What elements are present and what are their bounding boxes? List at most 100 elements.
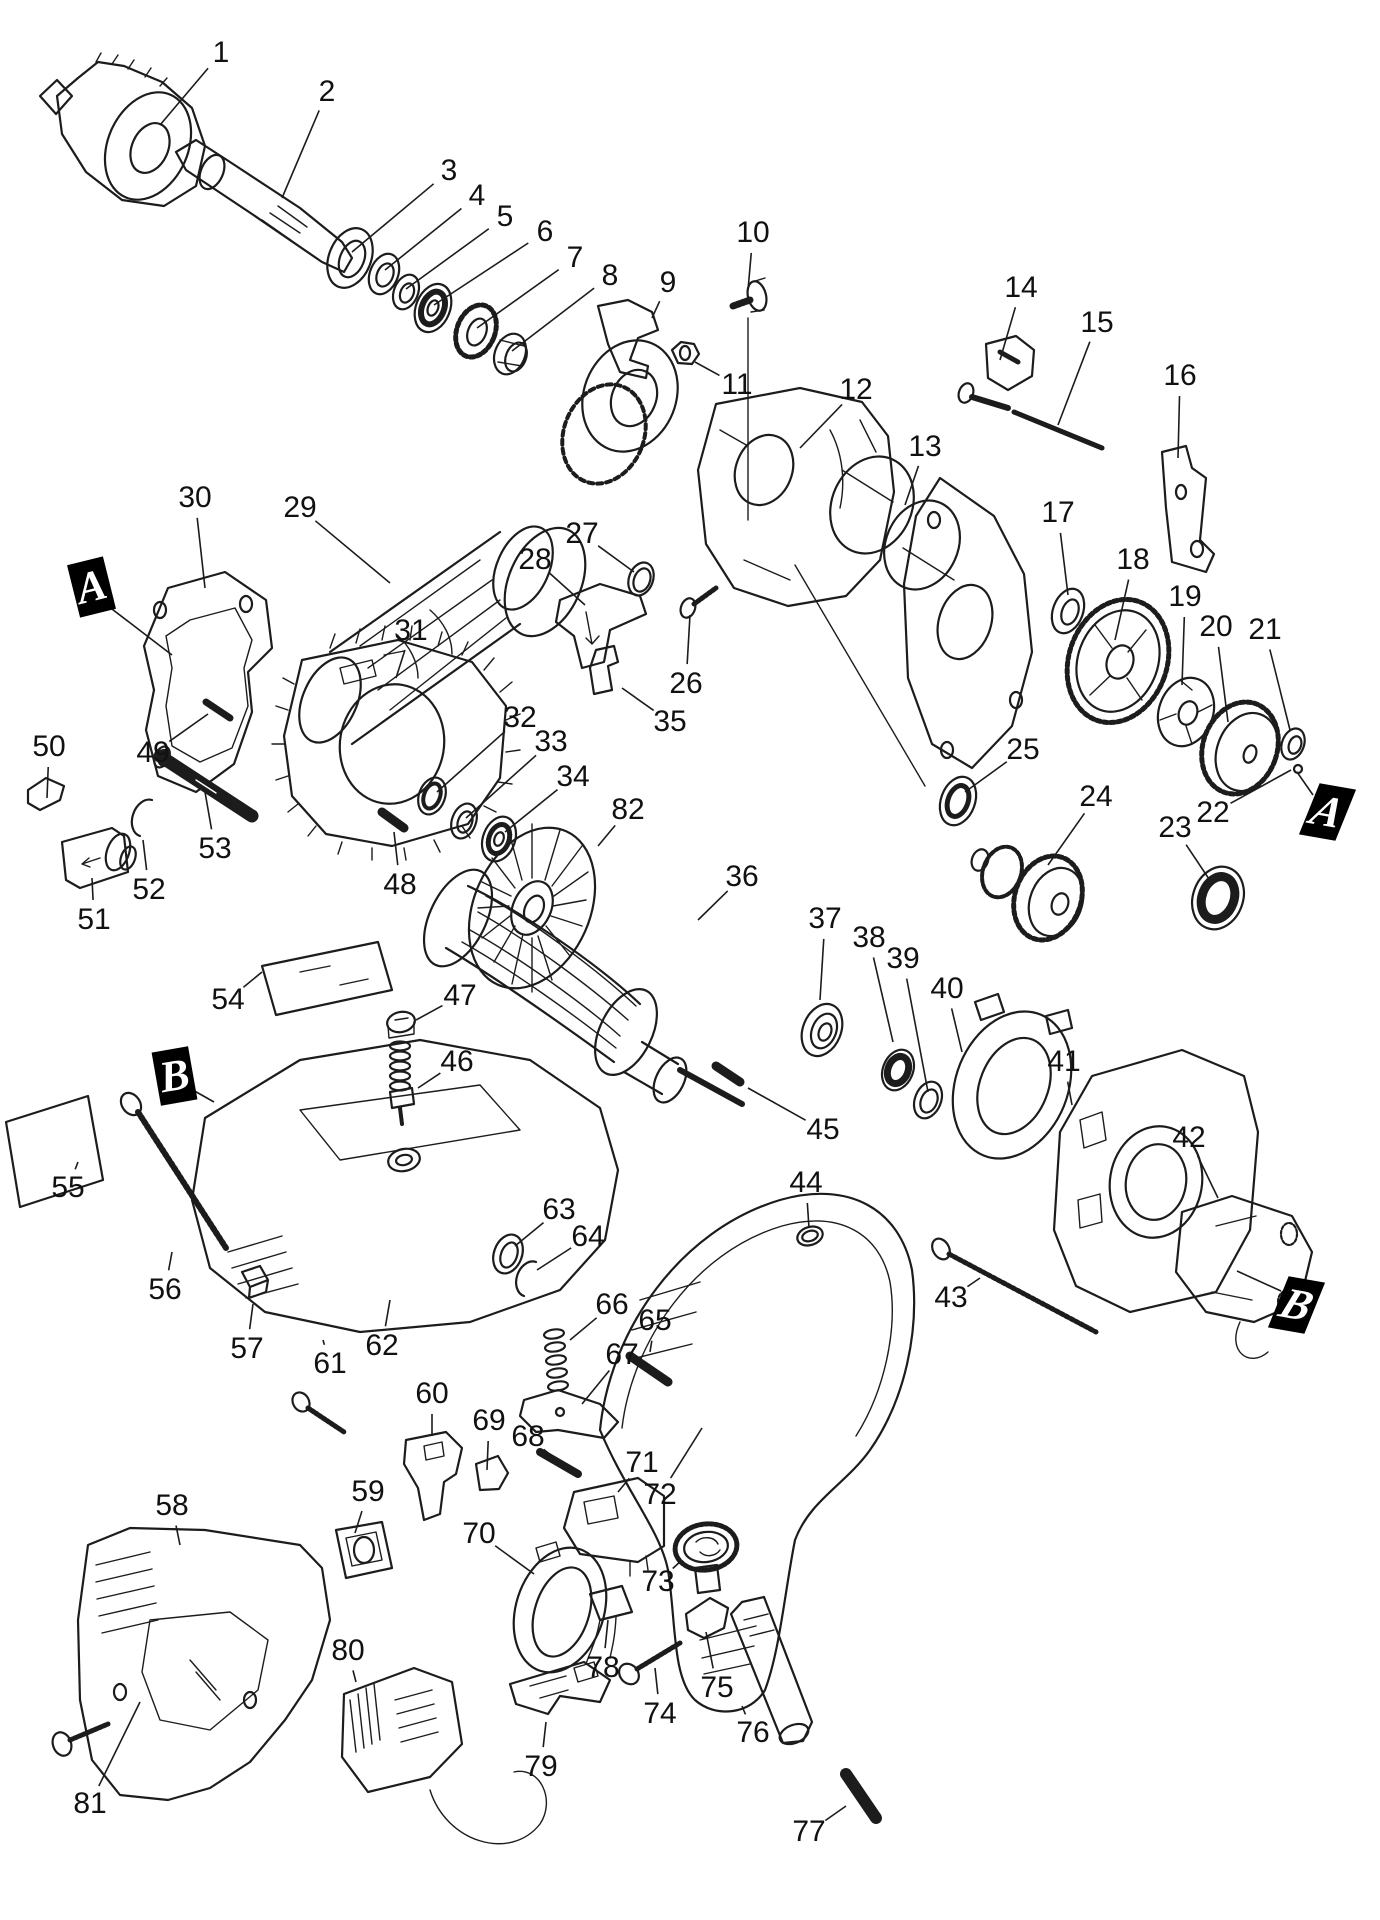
part-label-69: 69 (472, 1404, 506, 1437)
leader-line (543, 1448, 553, 1457)
part-label-28: 28 (518, 543, 552, 576)
part-label-80: 80 (331, 1634, 365, 1667)
leader-line (98, 1701, 141, 1787)
spindle-illustration (174, 138, 354, 274)
rear-bearing-parts-illustration (711, 992, 1074, 1247)
leader-line (747, 252, 753, 291)
part-label-44: 44 (789, 1166, 823, 1199)
leader-line (799, 403, 843, 449)
leader-line (967, 1277, 981, 1288)
leader-line (1181, 616, 1186, 686)
mode-change-parts-illustration (957, 334, 1216, 574)
part-label-3: 3 (440, 154, 458, 187)
part-label-10: 10 (736, 216, 770, 249)
leader-line (819, 938, 825, 1001)
bearing-retainer-illustration (560, 339, 679, 486)
leader-line (549, 572, 586, 606)
part-label-60: 60 (415, 1377, 449, 1410)
part-label-57: 57 (230, 1332, 264, 1365)
leader-line (621, 687, 655, 712)
leader-line (351, 183, 435, 253)
part-label-71: 71 (625, 1446, 659, 1479)
part-label-74: 74 (643, 1697, 677, 1730)
leader-line (486, 1440, 489, 1471)
part-label-27: 27 (565, 517, 599, 550)
stator-illustration (271, 625, 521, 861)
part-label-38: 38 (852, 921, 886, 954)
leader-line (46, 766, 50, 799)
part-label-26: 26 (669, 667, 703, 700)
leader-line (314, 520, 391, 584)
part-label-75: 75 (700, 1671, 734, 1704)
part-label-56: 56 (148, 1273, 182, 1306)
part-label-37: 37 (808, 902, 842, 935)
leader-line (1236, 1270, 1282, 1292)
part-label-22: 22 (1196, 796, 1230, 829)
part-label-25: 25 (1006, 733, 1040, 766)
part-label-30: 30 (178, 481, 212, 514)
leader-line (352, 1670, 357, 1683)
part-label-62: 62 (365, 1329, 399, 1362)
part-label-21: 21 (1248, 613, 1282, 646)
leader-line (1185, 844, 1214, 886)
leader-line (511, 287, 595, 352)
part-label-43: 43 (934, 1281, 968, 1314)
leader-line (697, 890, 729, 921)
leader-line (1114, 579, 1130, 641)
part-label-18: 18 (1116, 543, 1150, 576)
part-label-68: 68 (511, 1420, 545, 1453)
gearcase-cover-illustration (829, 455, 1034, 770)
leader-line (1177, 395, 1181, 459)
part-label-58: 58 (155, 1489, 189, 1522)
part-label-14: 14 (1004, 271, 1038, 304)
part-label-34: 34 (556, 760, 590, 793)
trigger-parts-illustration (334, 1430, 510, 1580)
part-label-17: 17 (1041, 496, 1075, 529)
leader-line (417, 1072, 441, 1089)
leader-lines (46, 67, 1314, 1822)
leader-line (1066, 1081, 1073, 1106)
part-label-4: 4 (468, 179, 486, 212)
part-label-31: 31 (394, 614, 428, 647)
leader-line (415, 1004, 443, 1021)
leader-line (167, 1251, 173, 1271)
part-label-72: 72 (643, 1478, 677, 1511)
part-label-2: 2 (318, 75, 336, 108)
fan-illustration (467, 823, 597, 993)
part-label-40: 40 (930, 972, 964, 1005)
part-label-6: 6 (536, 215, 554, 248)
leader-line (747, 1087, 806, 1121)
part-label-35: 35 (653, 705, 687, 738)
leader-line (950, 1008, 963, 1053)
cord-guard-illustration (729, 1595, 882, 1824)
spindle-lock-parts-illustration (26, 698, 409, 890)
leader-line (542, 1721, 547, 1748)
leader-line (196, 517, 206, 589)
leader-line (1196, 1155, 1219, 1199)
part-label-54: 54 (211, 983, 245, 1016)
part-label-42: 42 (1172, 1121, 1206, 1154)
leader-line (651, 300, 661, 319)
part-label-53: 53 (198, 832, 232, 865)
part-label-7: 7 (566, 241, 584, 274)
leader-line (904, 465, 920, 506)
leader-line (504, 788, 558, 833)
part-label-16: 16 (1163, 359, 1197, 392)
part-label-64: 64 (571, 1220, 605, 1253)
part-label-11: 11 (721, 368, 753, 401)
leader-line (694, 361, 720, 377)
leader-line (322, 1339, 326, 1346)
handle-housing-right-illustration (598, 1192, 916, 1713)
part-label-63: 63 (542, 1193, 576, 1226)
leader-line (597, 545, 635, 573)
leader-line (964, 761, 1008, 793)
leader-line (476, 268, 560, 329)
gear-housing-illustration (696, 317, 896, 608)
leader-line (686, 614, 691, 665)
leader-line (514, 1222, 545, 1247)
leader-line (824, 1805, 847, 1822)
part-label-29: 29 (283, 491, 317, 524)
leader-line (281, 110, 320, 199)
